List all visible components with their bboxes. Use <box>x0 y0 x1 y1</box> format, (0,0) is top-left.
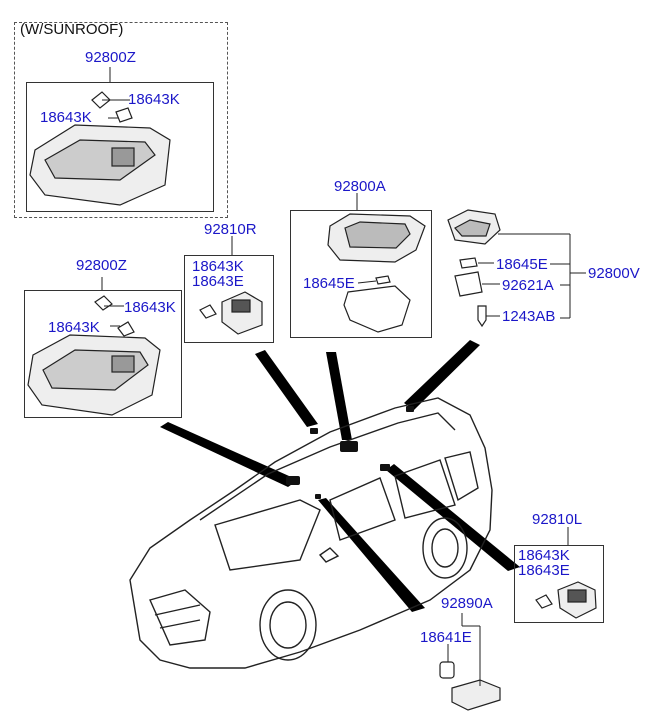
92800V-bracket <box>478 233 586 319</box>
part-label-1243AB[interactable]: 1243AB <box>502 308 556 325</box>
box-92810R <box>184 255 274 343</box>
part-label-92621A[interactable]: 92621A <box>502 277 554 294</box>
leader-wedge-92810L <box>386 464 520 571</box>
group-header-sunroof: (W/SUNROOF) <box>20 21 124 38</box>
part-label-92810L-18643K[interactable]: 18643K <box>518 547 570 564</box>
lamp-92890A <box>439 661 501 711</box>
lamp-92800V <box>447 209 501 328</box>
part-label-92810L[interactable]: 92810L <box>532 511 583 528</box>
part-label-18643K-top-b[interactable]: 18643K <box>40 109 92 126</box>
leader-wedge-92810R <box>255 350 318 427</box>
vehicle-outline <box>129 397 493 669</box>
leader-wedge-92800A <box>326 352 352 440</box>
leader-wedges <box>160 340 520 612</box>
box-92800A <box>290 210 432 338</box>
lamp-92810L <box>535 581 597 619</box>
part-label-92810L-18643E[interactable]: 18643E <box>518 562 570 579</box>
part-label-18645E-right[interactable]: 18645E <box>496 256 548 273</box>
part-label-18643K-top-a[interactable]: 18643K <box>128 91 180 108</box>
part-label-92800Z-top[interactable]: 92800Z <box>85 49 136 66</box>
part-label-18645E-center[interactable]: 18645E <box>303 275 355 292</box>
leader-wedge-sunroof <box>160 422 298 487</box>
box-92810L <box>514 545 604 623</box>
part-label-92810R-18643K[interactable]: 18643K <box>192 258 244 275</box>
box-92800Z-top <box>26 82 214 212</box>
leader-wedge-92800V <box>404 340 480 410</box>
part-label-92810R[interactable]: 92810R <box>204 221 257 238</box>
vehicle-roof-lamps <box>286 406 414 499</box>
lamp-92800Z-mid <box>27 295 161 416</box>
part-label-92810R-18643E[interactable]: 18643E <box>192 273 244 290</box>
part-label-18643K-mid-b[interactable]: 18643K <box>48 319 100 336</box>
part-label-92800A[interactable]: 92800A <box>334 178 386 195</box>
sunroof-group-frame <box>14 22 228 218</box>
lamp-92800A <box>327 213 426 333</box>
part-label-92800Z-mid[interactable]: 92800Z <box>76 257 127 274</box>
part-label-92890A[interactable]: 92890A <box>441 595 493 612</box>
lamp-92800Z-top <box>29 91 171 206</box>
leader-wedge-92890A <box>318 498 425 612</box>
part-label-18643K-mid-a[interactable]: 18643K <box>124 299 176 316</box>
part-label-92800V[interactable]: 92800V <box>588 265 640 282</box>
box-92800Z-mid <box>24 290 182 418</box>
lamp-92810R <box>199 291 263 335</box>
part-label-18641E[interactable]: 18641E <box>420 629 472 646</box>
